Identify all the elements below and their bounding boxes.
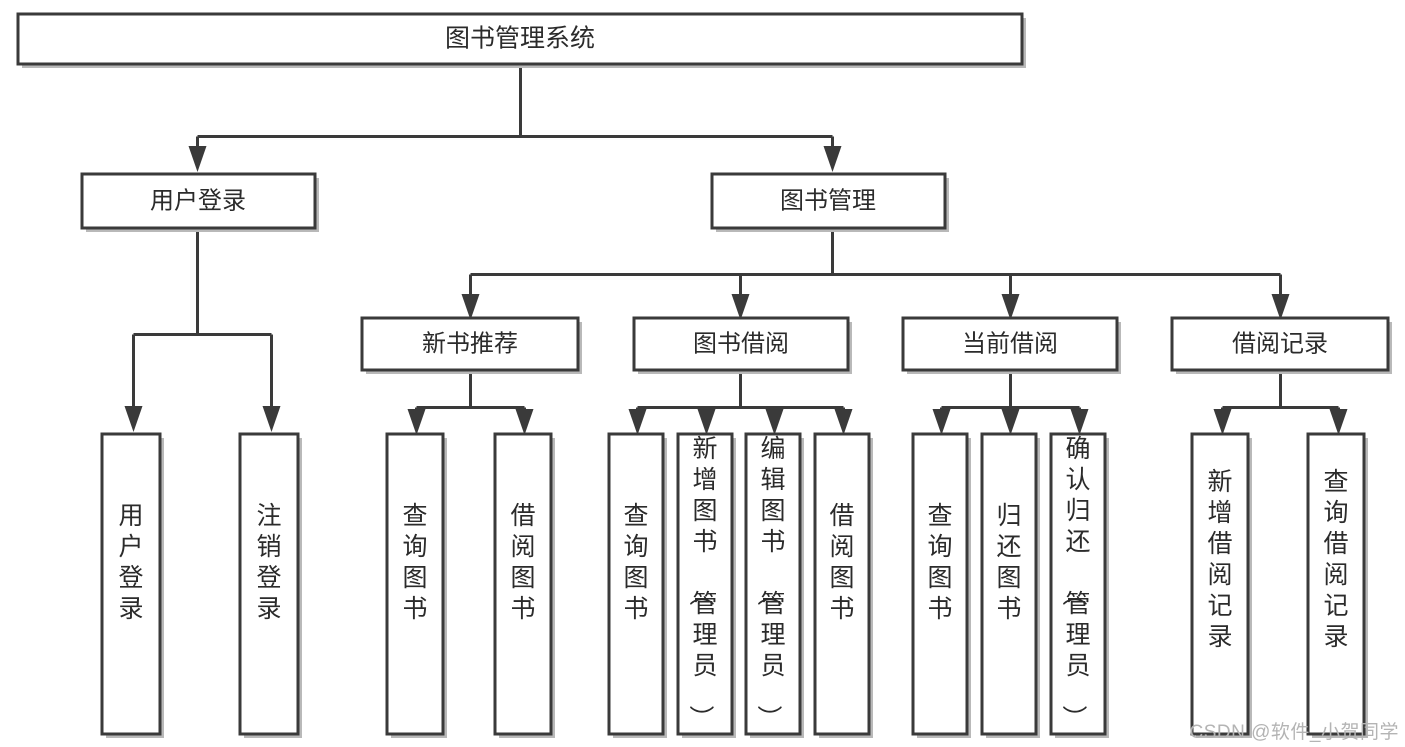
arrow-to-leaf-logout-login — [262, 406, 281, 432]
leaf-confirm-return-admin[interactable]: 确认归还（管理员） — [1049, 432, 1109, 738]
leaf-add-borrow-record-label: 新增借阅记录 — [1207, 468, 1232, 651]
leaf-logout-login-label: 注销登录 — [256, 502, 281, 623]
node-borrow-record-label: 借阅记录 — [1232, 330, 1328, 357]
leaf-query-book-2[interactable]: 查询图书 — [607, 432, 667, 738]
arrow-to-new-book-recommend — [461, 294, 480, 320]
leaf-add-borrow-record[interactable]: 新增借阅记录 — [1190, 432, 1252, 738]
leaf-query-borrow-record[interactable]: 查询借阅记录 — [1306, 432, 1368, 738]
arrow-to-leaf-add-book-admin — [697, 409, 716, 435]
node-user-login-label: 用户登录 — [150, 187, 246, 214]
leaf-query-book-1-label: 查询图书 — [402, 502, 427, 623]
leaf-borrow-book-2-label: 借阅图书 — [829, 502, 854, 623]
arrow-to-borrow-record — [1271, 294, 1290, 320]
leaf-user-login-label: 用户登录 — [118, 502, 143, 623]
arrow-to-leaf-borrow-book-1 — [515, 409, 534, 435]
leaf-add-book-admin[interactable]: 新增图书（管理员） — [676, 432, 736, 738]
arrow-to-book-borrow — [731, 294, 750, 320]
node-new-book-recommend-label: 新书推荐 — [422, 330, 518, 357]
leaf-query-book-3[interactable]: 查询图书 — [911, 432, 971, 738]
arrow-to-leaf-user-login — [124, 406, 143, 432]
node-book-borrow[interactable]: 图书借阅 — [632, 316, 852, 374]
leaf-borrow-book-1[interactable]: 借阅图书 — [493, 432, 555, 738]
leaf-edit-book-admin[interactable]: 编辑图书（管理员） — [744, 432, 804, 738]
arrow-to-leaf-query-book-3 — [932, 409, 951, 435]
leaf-query-borrow-record-label: 查询借阅记录 — [1323, 468, 1348, 651]
node-book-manage-label: 图书管理 — [780, 187, 876, 214]
leaf-borrow-book-2[interactable]: 借阅图书 — [813, 432, 873, 738]
node-user-login[interactable]: 用户登录 — [80, 172, 319, 232]
leaf-query-book-1[interactable]: 查询图书 — [385, 432, 447, 738]
node-borrow-record[interactable]: 借阅记录 — [1170, 316, 1392, 374]
node-new-book-recommend[interactable]: 新书推荐 — [360, 316, 582, 374]
node-root-label: 图书管理系统 — [445, 25, 595, 53]
leaf-borrow-book-1-label: 借阅图书 — [510, 502, 535, 623]
leaf-add-book-admin-label: 新增图书（管理员） — [686, 435, 717, 730]
arrow-to-leaf-confirm-return-admin — [1070, 409, 1089, 435]
leaf-query-book-2-label: 查询图书 — [623, 502, 648, 623]
arrow-to-user-login — [188, 146, 207, 172]
arrow-to-book-manage — [823, 146, 842, 172]
arrow-to-leaf-add-borrow-record — [1213, 409, 1232, 435]
node-book-manage[interactable]: 图书管理 — [710, 172, 949, 232]
arrow-to-leaf-query-book-1 — [407, 409, 426, 435]
arrow-to-leaf-query-book-2 — [628, 409, 647, 435]
node-current-borrow[interactable]: 当前借阅 — [901, 316, 1121, 374]
leaf-logout-login[interactable]: 注销登录 — [238, 432, 302, 738]
leaf-query-book-3-label: 查询图书 — [927, 502, 952, 623]
arrow-to-leaf-borrow-book-2 — [834, 409, 853, 435]
arrow-to-leaf-edit-book-admin — [765, 409, 784, 435]
leaf-return-book-label: 归还图书 — [996, 502, 1021, 623]
connector-layer — [124, 64, 1348, 435]
arrow-to-leaf-return-book — [1001, 409, 1020, 435]
leaf-user-login[interactable]: 用户登录 — [100, 432, 164, 738]
arrow-to-current-borrow — [1001, 294, 1020, 320]
node-book-borrow-label: 图书借阅 — [693, 330, 789, 357]
arrow-to-leaf-query-borrow-record — [1329, 409, 1348, 435]
leaf-return-book[interactable]: 归还图书 — [980, 432, 1040, 738]
node-root[interactable]: 图书管理系统 — [16, 12, 1026, 68]
leaf-edit-book-admin-label: 编辑图书（管理员） — [754, 435, 785, 730]
leaf-confirm-return-admin-label: 确认归还（管理员） — [1059, 435, 1090, 730]
node-current-borrow-label: 当前借阅 — [962, 330, 1058, 357]
